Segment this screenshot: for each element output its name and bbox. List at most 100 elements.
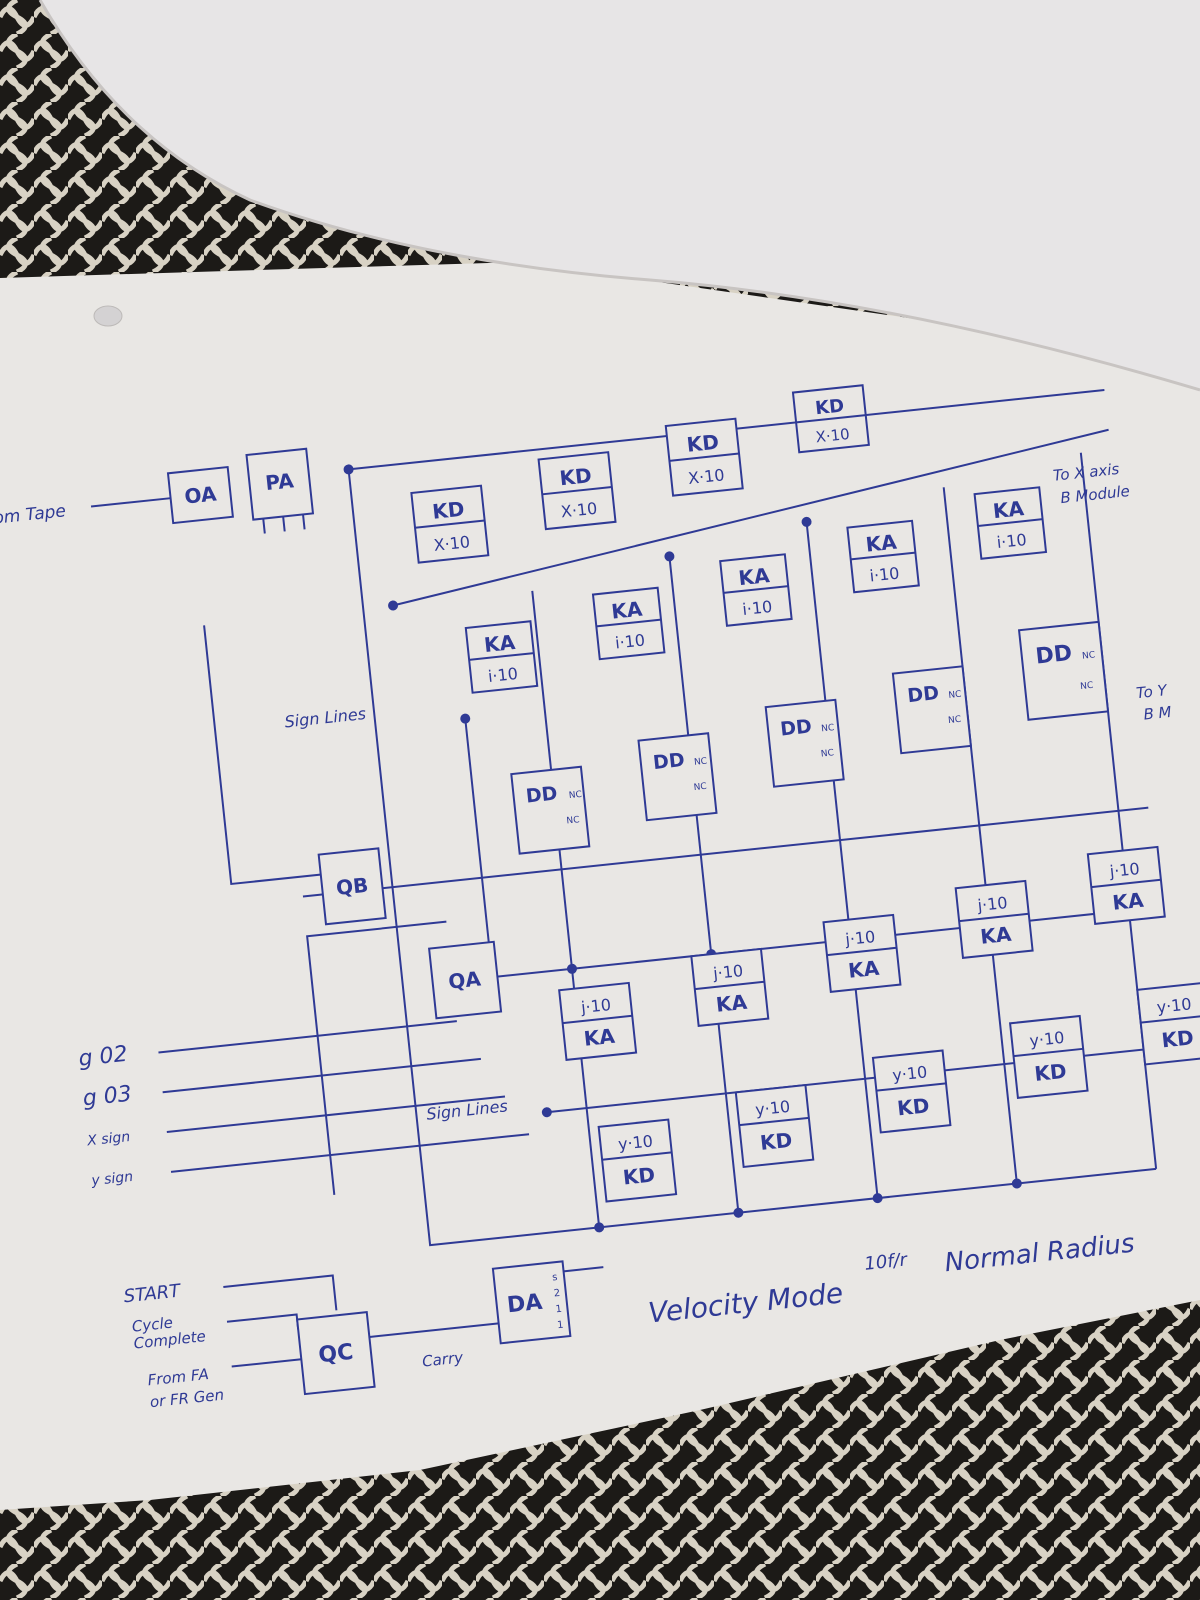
svg-text:NC: NC — [694, 757, 708, 768]
svg-text:KA: KA — [979, 922, 1013, 949]
label-carry: Carry — [421, 1348, 465, 1370]
svg-text:KA: KA — [583, 1024, 617, 1051]
dd-block-2: DD NC NC — [637, 732, 718, 822]
svg-text:KA: KA — [847, 956, 881, 983]
svg-text:KA: KA — [865, 530, 899, 557]
svg-text:X·10: X·10 — [815, 425, 851, 446]
svg-text:y·10: y·10 — [891, 1062, 928, 1085]
kd-block-4: KD X·10 — [791, 384, 870, 454]
kd-block-3: KD X·10 — [664, 417, 744, 497]
label-x-sign: X sign — [86, 1129, 131, 1150]
svg-text:j·10: j·10 — [579, 995, 612, 1017]
svg-text:NC: NC — [948, 690, 962, 701]
svg-text:KA: KA — [715, 990, 749, 1017]
svg-text:y·10: y·10 — [1156, 994, 1193, 1017]
svg-text:y·10: y·10 — [1029, 1028, 1066, 1051]
svg-text:KD: KD — [1033, 1059, 1067, 1086]
block-qb: QB — [317, 847, 387, 926]
svg-text:y·10: y·10 — [754, 1097, 791, 1120]
svg-text:i·10: i·10 — [614, 630, 646, 652]
svg-text:DD: DD — [779, 715, 813, 740]
ka-block-4: KA i·10 — [846, 519, 920, 594]
svg-text:KA: KA — [483, 630, 517, 657]
caption-normal-radius: Normal Radius — [943, 1229, 1136, 1279]
svg-text:j·10: j·10 — [711, 961, 744, 983]
svg-text:KA: KA — [610, 597, 644, 624]
svg-text:i·10: i·10 — [869, 563, 901, 585]
svg-text:NC: NC — [820, 748, 834, 759]
ka-block-2: KA i·10 — [591, 586, 666, 661]
svg-text:X·10: X·10 — [560, 499, 598, 522]
caption-ratio: 10f/r — [863, 1249, 909, 1275]
svg-text:y·10: y·10 — [617, 1131, 654, 1154]
svg-text:QB: QB — [335, 873, 370, 900]
svg-text:KA: KA — [737, 563, 771, 590]
svg-text:NC: NC — [568, 790, 582, 801]
svg-text:OA: OA — [183, 481, 218, 508]
svg-text:NC: NC — [1082, 650, 1096, 661]
label-y-sign: y sign — [90, 1169, 134, 1189]
block-pa: PA — [245, 447, 315, 521]
label-from-tape: From Tape — [0, 501, 67, 530]
svg-text:i·10: i·10 — [996, 530, 1028, 552]
svg-text:NC: NC — [821, 723, 835, 734]
caption-velocity-mode: Velocity Mode — [647, 1276, 845, 1329]
svg-text:NC: NC — [1080, 681, 1094, 692]
punch-hole — [93, 305, 123, 327]
svg-text:KD: KD — [1160, 1025, 1194, 1052]
svg-text:KD: KD — [431, 497, 465, 524]
curled-page — [40, 0, 1200, 390]
dd-block-1: DD NC NC — [510, 765, 591, 855]
label-to-y: To Y — [1135, 681, 1169, 702]
kd-y-block-2: y·10 KD — [734, 1083, 815, 1169]
svg-text:KD: KD — [558, 463, 592, 490]
kd-y-block-5: y·10 KD — [1136, 981, 1200, 1066]
ka-j-block-3: j·10 KA — [822, 913, 902, 993]
svg-text:DD: DD — [652, 749, 686, 774]
block-da: DA s 2 1 1 — [491, 1260, 572, 1345]
svg-text:DD: DD — [1034, 641, 1073, 670]
ka-j-block-2: j·10 KA — [690, 947, 770, 1027]
svg-text:s: s — [552, 1272, 558, 1283]
label-from-fa: From FA — [147, 1365, 210, 1389]
svg-text:KD: KD — [814, 395, 845, 419]
label-g03: g 03 — [82, 1082, 133, 1112]
ka-block-5: KA i·10 — [973, 486, 1048, 560]
kd-y-block-4: y·10 KD — [1008, 1014, 1089, 1099]
svg-text:j·10: j·10 — [1108, 859, 1141, 881]
kd-y-block-3: y·10 KD — [871, 1049, 952, 1134]
svg-text:2: 2 — [553, 1288, 560, 1300]
svg-text:KA: KA — [1111, 888, 1145, 915]
label-sign-lines-lower: Sign Lines — [425, 1096, 508, 1123]
label-cycle: Cycle — [131, 1314, 174, 1336]
ka-block-3: KA i·10 — [719, 553, 793, 627]
svg-text:KA: KA — [992, 496, 1026, 523]
svg-text:KD: KD — [759, 1128, 793, 1155]
svg-text:KD: KD — [622, 1162, 656, 1189]
dd-block-5: DD NC NC — [1017, 620, 1110, 721]
svg-text:DA: DA — [506, 1290, 544, 1319]
svg-text:DD: DD — [906, 682, 940, 707]
label-b-module: B Module — [1060, 482, 1131, 507]
kd-block-2: KD X·10 — [537, 451, 617, 531]
svg-text:X·10: X·10 — [433, 532, 471, 555]
svg-text:KD: KD — [896, 1093, 930, 1120]
ka-j-block-4: j·10 KA — [954, 879, 1034, 959]
label-fr-gen: or FR Gen — [149, 1386, 225, 1412]
ka-j-block-1: j·10 KA — [558, 981, 638, 1061]
label-sign-lines-upper: Sign Lines — [284, 704, 367, 731]
svg-text:i·10: i·10 — [487, 664, 519, 686]
svg-text:NC: NC — [566, 815, 580, 826]
dd-block-4: DD NC NC — [891, 665, 972, 755]
svg-text:X·10: X·10 — [687, 465, 725, 488]
svg-text:1: 1 — [557, 1320, 564, 1332]
label-to-x-axis: To X axis — [1052, 460, 1120, 485]
svg-text:i·10: i·10 — [741, 597, 773, 619]
svg-text:QC: QC — [317, 1340, 354, 1369]
label-start: START — [123, 1280, 183, 1307]
svg-text:NC: NC — [948, 715, 962, 726]
kd-block-1: KD X·10 — [410, 484, 490, 564]
block-qc: QC — [296, 1311, 376, 1396]
